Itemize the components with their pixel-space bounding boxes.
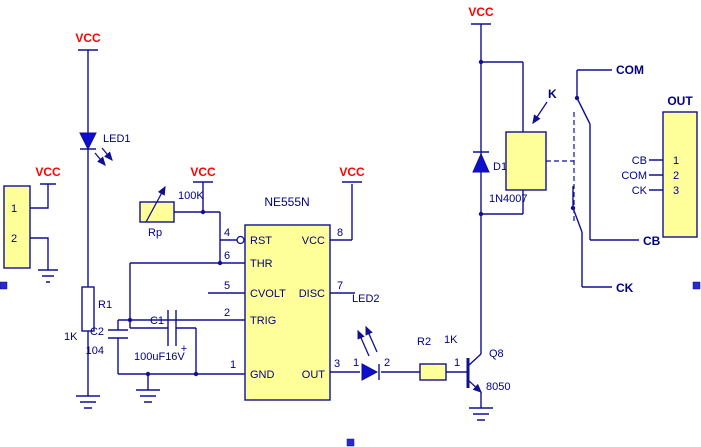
- net-label-ck: CK: [616, 281, 634, 295]
- out-connector-title: OUT: [667, 94, 693, 108]
- resistor-r2-body: [419, 363, 447, 381]
- led2-label: LED2: [352, 293, 380, 305]
- ic-pin-num-4: 4: [224, 227, 230, 239]
- out-connector-body: [662, 111, 698, 238]
- ic-pin-num-7: 7: [337, 280, 343, 292]
- c2-value: 104: [86, 345, 104, 357]
- relay-contact-wires: [572, 69, 639, 288]
- relay-contact-arms: [572, 97, 591, 233]
- out-pin-num-1: 1: [673, 155, 679, 167]
- relay-k-body: [505, 131, 547, 191]
- ic-pin-num-1: 1: [230, 359, 236, 371]
- led2-emission-arrow: [365, 325, 378, 353]
- led2-symbol: [361, 363, 379, 381]
- vcc-label: VCC: [75, 31, 101, 45]
- input-connector-pin2: 2: [11, 233, 17, 245]
- net-label-cb: CB: [643, 234, 661, 248]
- ic-pin-label-thr: THR: [250, 258, 273, 270]
- selection-handle-left[interactable]: [0, 281, 8, 290]
- ic-pin-label-rst: RST: [250, 235, 272, 247]
- c2-label: C2: [90, 326, 104, 338]
- vcc-label: VCC: [35, 165, 61, 179]
- r1-label: R1: [98, 299, 112, 311]
- potentiometer-rp-body: [139, 201, 175, 223]
- led1-emission-arrow: [94, 152, 106, 166]
- q8-value: 8050: [486, 381, 510, 393]
- out-pin-label-ck: CK: [632, 185, 648, 197]
- out-connector-stubs: [649, 159, 663, 191]
- rst-inversion-bubble: [236, 235, 245, 245]
- selection-handle-right[interactable]: [692, 281, 701, 290]
- rp-value: 100K: [178, 190, 204, 202]
- out-pin-num-3: 3: [673, 185, 679, 197]
- net-label-com: COM: [616, 63, 644, 77]
- c1-label: C1: [150, 315, 164, 327]
- vcc-label: VCC: [190, 165, 216, 179]
- relay-mechanical-link: [546, 112, 575, 224]
- q8-base-pin: 1: [454, 357, 460, 369]
- rp-wiper-arrow: [145, 185, 166, 223]
- junction-dots: [127, 59, 580, 377]
- out-pin-num-2: 2: [673, 170, 679, 182]
- led2-pin2: 2: [384, 357, 390, 369]
- ic-ne555-body: [244, 224, 331, 401]
- vcc-label: VCC: [339, 165, 365, 179]
- d1-label: D1: [493, 161, 507, 173]
- led2-pin1: 1: [353, 357, 359, 369]
- ic-pin-label-vcc: VCC: [302, 235, 325, 247]
- d1-value: 1N4007: [489, 193, 528, 205]
- ic-pin-num-5: 5: [224, 280, 230, 292]
- ic-pin-label-cvolt: CVOLT: [250, 288, 286, 300]
- timing-network-wires: [108, 262, 245, 390]
- out-pin-label-com: COM: [621, 170, 647, 182]
- input-connector-body: [3, 185, 31, 269]
- q8-emitter-arrow: [467, 379, 482, 393]
- q8-collector: [467, 353, 482, 367]
- emission-and-pointer-arrows: [94, 101, 548, 357]
- ic-pin-num-3: 3: [334, 358, 340, 370]
- main-rail-wires: [471, 23, 524, 408]
- ic-pin-num-6: 6: [224, 250, 230, 262]
- rp-label: Rp: [148, 227, 162, 239]
- q8-label: Q8: [489, 348, 504, 360]
- ic-title: NE555N: [264, 195, 309, 209]
- vcc-label: VCC: [468, 5, 494, 19]
- ic-pin-num-2: 2: [224, 307, 230, 319]
- ic-pin-label-trig: TRIG: [250, 315, 276, 327]
- ic-pin-label-out: OUT: [302, 369, 326, 381]
- left-rail-wires: [78, 49, 98, 396]
- led1-label: LED1: [103, 133, 131, 145]
- out-pin-label-cb: CB: [632, 155, 647, 167]
- relay-k-pointer-arrow: [532, 101, 548, 125]
- resistor-r1-body: [81, 286, 95, 332]
- c1-polarity-plus: +: [181, 343, 187, 355]
- chip-right-wires: [330, 181, 468, 380]
- led1-emission-arrow: [101, 147, 113, 161]
- rp-network-wires: [174, 181, 237, 263]
- led2-emission-arrow: [357, 329, 370, 357]
- ic-pin-num-8: 8: [337, 227, 343, 239]
- ic-pin-label-gnd: GND: [250, 369, 275, 381]
- input-connector-pin1: 1: [11, 203, 17, 215]
- r2-label: R2: [417, 336, 431, 348]
- r1-value: 1K: [64, 331, 78, 343]
- r2-value: 1K: [444, 334, 458, 346]
- relay-k-label: K: [548, 87, 557, 101]
- ic-pin-label-disc: DISC: [299, 288, 325, 300]
- diode-d1-symbol: [472, 152, 490, 173]
- selection-handle-bottom[interactable]: [346, 438, 355, 447]
- c1-value: 100uF16V: [134, 351, 185, 363]
- led1-symbol: [79, 132, 97, 151]
